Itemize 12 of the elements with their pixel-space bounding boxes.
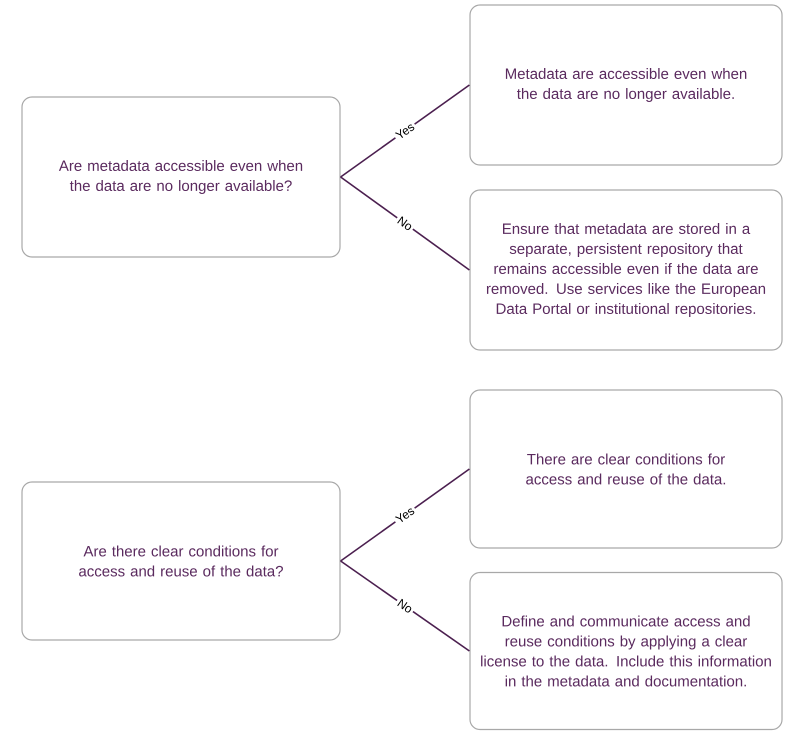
answer-box: Ensure that metadata are stored in a separate, persistent repository that remains accessible even if the data are removed. Use services like the European Data Portal or institutional repositories. [469,189,783,351]
answer-box: Define and communicate access and reuse conditions by applying a clear license to the data. Include this information in the metadata and documentation. [469,572,783,730]
answer-box: Metadata are accessible even when the data are no longer available. [469,4,783,166]
connector-line [340,560,470,652]
edge-label: Yes [394,124,414,138]
question-box: Are metadata accessible even when the data are no longer available? [21,96,341,258]
edge-label: No [397,216,412,230]
edge-label: Yes [394,508,414,522]
question-box: Are there clear conditions for access and reuse of the data? [21,481,341,641]
edge-label: No [397,598,412,612]
connector-line [340,176,470,271]
answer-box: There are clear conditions for access and reuse of the data. [469,389,783,549]
